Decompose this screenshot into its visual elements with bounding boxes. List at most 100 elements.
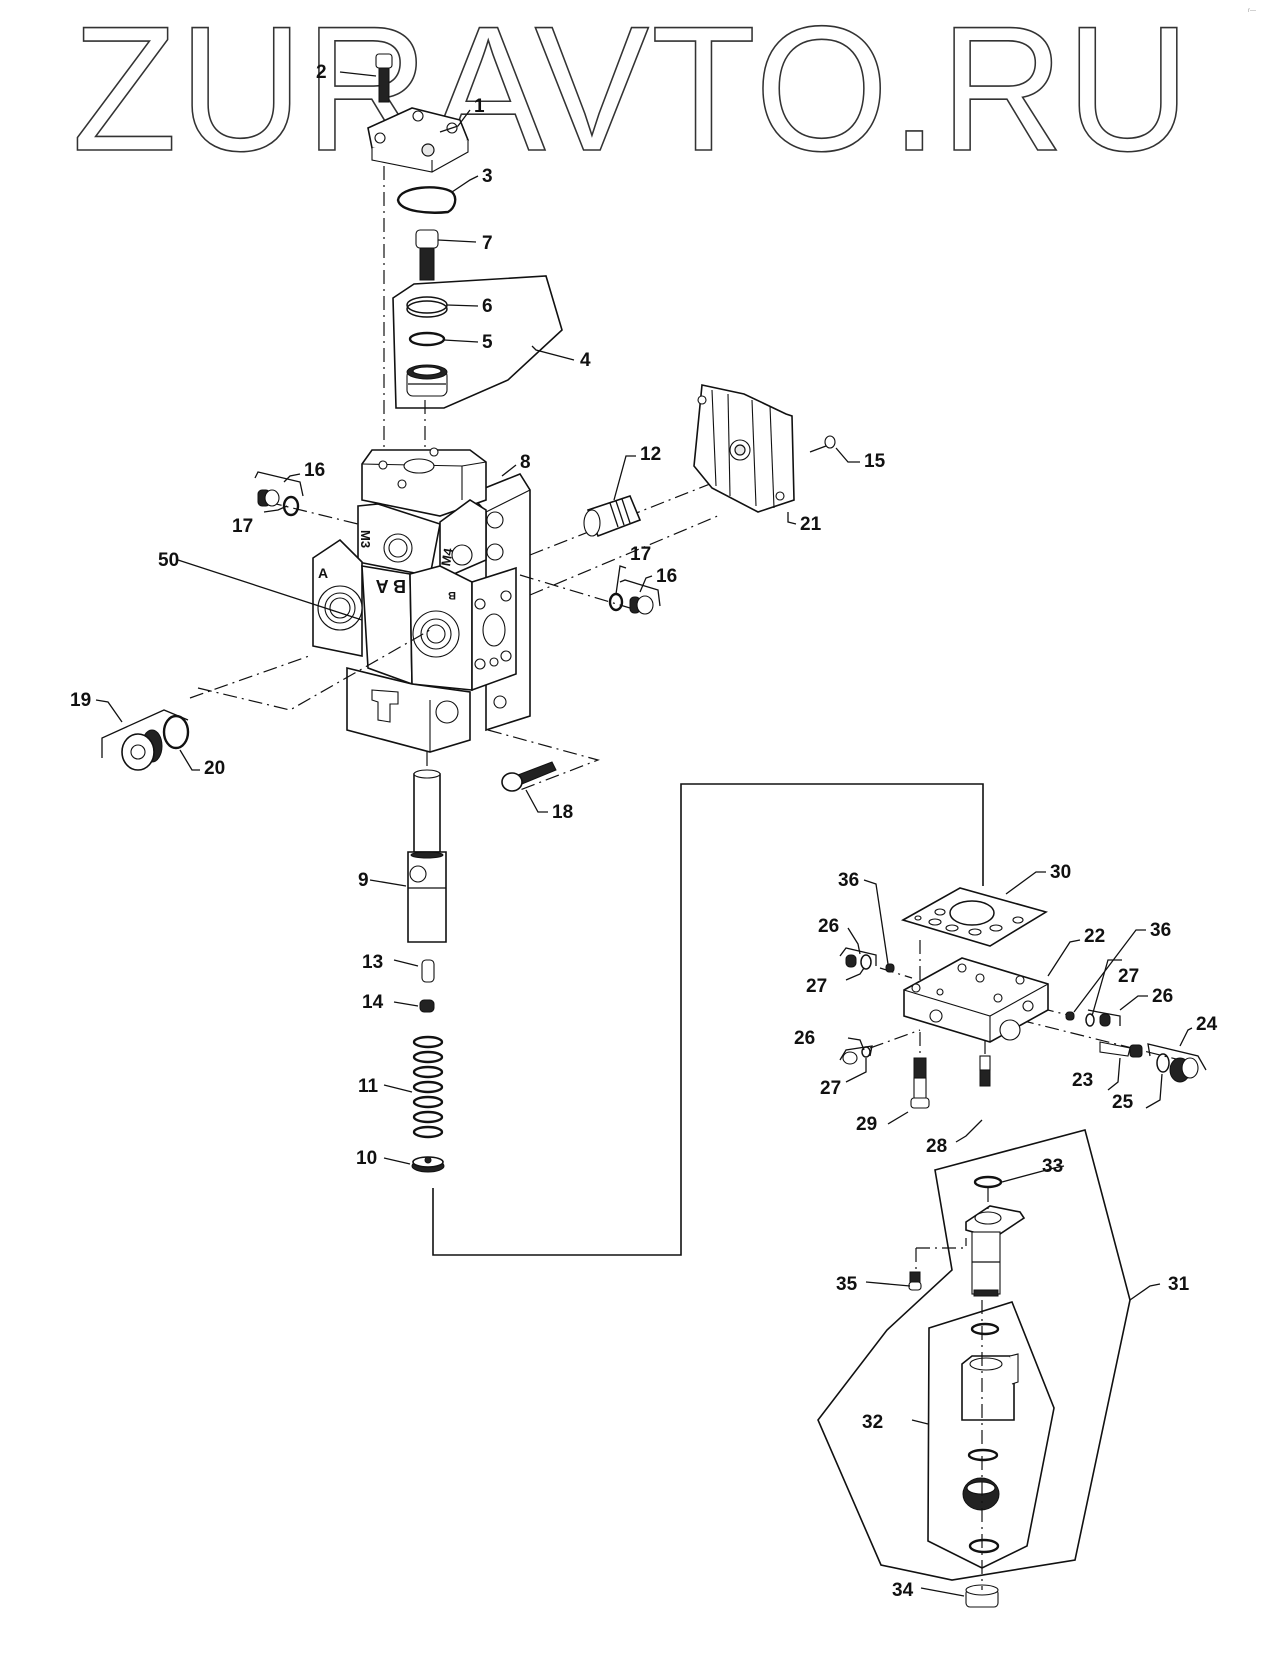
part-16-plug-left [254, 471, 304, 507]
callout-16-right: 16 [656, 566, 677, 587]
part-31-kit-outline [817, 1129, 1131, 1581]
axis-plug-26-lower [869, 1029, 921, 1049]
callout-28: 28 [926, 1136, 947, 1157]
part-35-screw [908, 1271, 922, 1291]
part-32-knurled-nut [962, 1477, 1000, 1511]
axis-plug-19-b [197, 629, 431, 711]
leader-lines [95, 71, 1193, 1597]
part-36-plug-right [1065, 1011, 1075, 1021]
callout-4: 4 [580, 350, 591, 371]
callout-24: 24 [1196, 1014, 1218, 1035]
axis-spool-12 [529, 479, 721, 556]
part-27-o-ring-right [1085, 1013, 1095, 1027]
callout-16-left: 16 [304, 460, 325, 481]
axis-screw-18 [487, 729, 600, 791]
part-27-o-ring-left-upper [860, 954, 872, 970]
callout-3: 3 [482, 166, 493, 187]
part-15-screw [809, 435, 836, 453]
part-32-o-ring-bottom [968, 1538, 1000, 1554]
callout-13: 13 [362, 952, 383, 973]
part-26-plug-left-upper [839, 947, 877, 968]
part-11-spring [412, 1035, 444, 1139]
part-31-solenoid-cartridge [965, 1205, 1026, 1297]
watermark-text: ZURAVTO.RU [72, 0, 1192, 188]
callout-25: 25 [1112, 1092, 1134, 1113]
callout-6: 6 [482, 296, 493, 317]
callout-2: 2 [316, 62, 327, 83]
part-2-screw [375, 53, 393, 103]
part-16-plug-right [619, 579, 661, 615]
callout-17-left: 17 [232, 516, 253, 537]
part-32-o-ring-top [970, 1322, 1000, 1336]
part-1-flange-cover [367, 107, 470, 173]
callout-1: 1 [474, 96, 485, 117]
corner-mark: r— [1248, 8, 1256, 14]
axis-plug-16-right [519, 574, 631, 609]
part-29-screw [910, 1057, 930, 1109]
callout-labels: 2 1 3 7 6 5 4 8 12 15 21 16 17 17 16 50 … [70, 62, 1218, 1601]
callout-15: 15 [864, 451, 886, 472]
callout-32: 32 [862, 1412, 883, 1433]
part-10-spring-seat [411, 1156, 445, 1173]
part-21-end-cover [693, 384, 795, 513]
callout-8: 8 [520, 452, 531, 473]
part-32-o-ring-middle [967, 1448, 999, 1462]
callout-30: 30 [1050, 862, 1071, 883]
callout-33: 33 [1042, 1156, 1063, 1177]
part-14-nut [419, 999, 435, 1013]
axis-plug-36-left [879, 967, 913, 979]
callout-26-right: 26 [1152, 986, 1173, 1007]
part-32-solenoid-coil [961, 1353, 1019, 1421]
part-17-o-ring-left [282, 495, 300, 517]
part-6-ring [406, 296, 448, 314]
part-20-o-ring [162, 714, 190, 750]
callout-31: 31 [1168, 1274, 1190, 1295]
callout-26-left-lower: 26 [794, 1028, 815, 1049]
callout-27-left-lower: 27 [820, 1078, 841, 1099]
part-9-spool [407, 769, 447, 943]
face-marking-port-a: A [318, 565, 328, 581]
part-4-seal-plug [406, 364, 448, 397]
callout-5: 5 [482, 332, 493, 353]
connection-bracket-line [432, 783, 984, 1256]
callout-22: 22 [1084, 926, 1105, 947]
callout-23: 23 [1072, 1070, 1093, 1091]
part-26-plug-left-lower [839, 1045, 873, 1065]
callout-9: 9 [358, 870, 369, 891]
callout-14: 14 [362, 992, 384, 1013]
axis-screw-35 [916, 1238, 967, 1249]
part-12-spool [583, 495, 642, 538]
part-8-valve-body: M3 M4 A B A B [312, 447, 531, 753]
callout-21: 21 [800, 514, 822, 535]
part-22-valve-block [903, 957, 1049, 1043]
axis-plug-16-left [267, 501, 363, 526]
callout-29: 29 [856, 1114, 877, 1135]
callout-20: 20 [204, 758, 225, 779]
part-5-o-ring [408, 331, 446, 347]
part-17-o-ring-right [608, 592, 624, 612]
callout-19: 19 [70, 690, 91, 711]
face-marking-m3: M3 [358, 530, 373, 548]
callout-7: 7 [482, 233, 493, 254]
part-27-o-ring-left-lower [861, 1046, 871, 1058]
callout-34: 34 [892, 1580, 914, 1601]
axis-plug-19-a [189, 654, 313, 699]
callout-35: 35 [836, 1274, 858, 1295]
part-23-valve-insert [1099, 1041, 1143, 1058]
callout-27-right: 27 [1118, 966, 1139, 987]
part-3-seal-ring [396, 186, 457, 214]
callout-10: 10 [356, 1148, 377, 1169]
callout-11: 11 [358, 1076, 379, 1097]
part-18-screw [501, 761, 557, 792]
part-6-ring-edge [406, 300, 448, 318]
part-36-plug-left [885, 963, 895, 973]
part-7-screw [415, 229, 439, 281]
face-marking-port-b: B [448, 589, 456, 601]
part-24-plug [1147, 1043, 1207, 1083]
face-marking-center-plate: B A [376, 576, 406, 596]
face-marking-m4: M4 [438, 546, 456, 567]
axis-plug-24 [1019, 1019, 1181, 1061]
part-28-screw [979, 1055, 991, 1087]
part-33-o-ring [973, 1175, 1003, 1189]
